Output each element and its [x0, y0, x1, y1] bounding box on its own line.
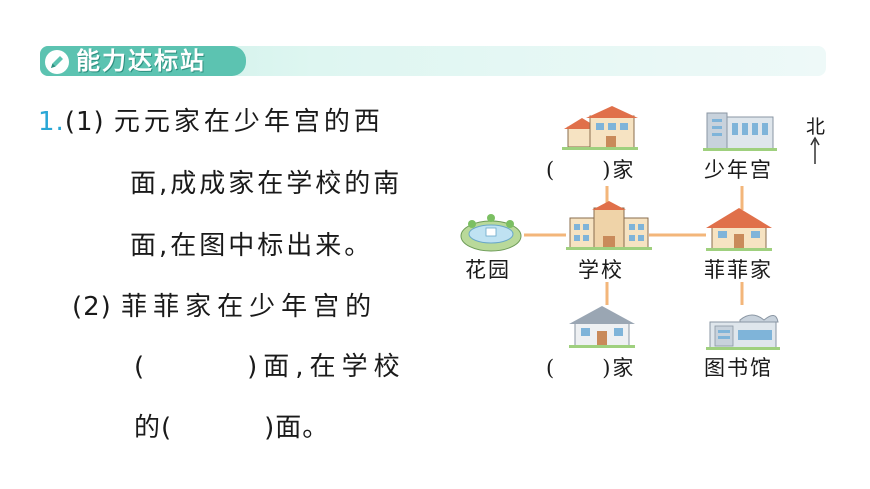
part2-line3-open: 的( — [134, 413, 173, 443]
question-line-3: 面,在图中标出来。 — [130, 226, 373, 266]
map-connectors — [524, 186, 744, 305]
house-top-left-icon — [562, 106, 638, 150]
label-library: 图书馆 — [704, 356, 773, 380]
part2-line3-close: )面。 — [264, 413, 330, 443]
label-youth-palace: 少年宫 — [704, 158, 773, 182]
label-bottom-left-house: ( )家 — [546, 356, 636, 380]
question-line-2: 面,成成家在学校的南 — [130, 164, 402, 204]
youth-palace-icon — [703, 112, 777, 151]
question-number: 1. — [38, 107, 65, 137]
north-arrow-icon — [810, 136, 820, 164]
label-top-left-house: ( )家 — [546, 158, 636, 182]
library-icon — [706, 314, 780, 350]
section-banner-tag — [40, 46, 246, 76]
north-label: 北 — [806, 116, 828, 138]
part1-line3: 面,在图中标出来。 — [130, 231, 374, 261]
house-bottom-left-icon — [569, 306, 635, 348]
part2-line2-close: )面,在学校 — [247, 352, 406, 382]
part2-marker: (2) — [72, 292, 112, 322]
part2-line2-open: ( — [134, 352, 146, 382]
part1-marker: (1) — [64, 107, 105, 137]
garden-icon — [460, 214, 522, 252]
question-line-5: ( )面,在学校 — [134, 347, 406, 387]
section-title: 能力达标站 — [76, 47, 206, 75]
question-line-6: 的( )面。 — [134, 408, 329, 448]
part1-line1: 元元家在少年宫的西 — [113, 107, 384, 137]
feifei-house-icon — [706, 208, 772, 251]
part1-line2: 面,成成家在学校的南 — [130, 169, 403, 199]
label-feifei-house: 菲菲家 — [704, 258, 773, 282]
question-line-1: 1.(1) 元元家在少年宫的西 — [38, 102, 384, 142]
label-garden: 花园 — [465, 258, 511, 282]
question-line-4: (2) 菲菲家在少年宫的 — [72, 287, 377, 327]
pencil-icon — [45, 50, 69, 74]
school-icon — [566, 201, 652, 250]
label-school: 学校 — [578, 258, 624, 282]
part2-line1: 菲菲家在少年宫的 — [121, 292, 378, 322]
